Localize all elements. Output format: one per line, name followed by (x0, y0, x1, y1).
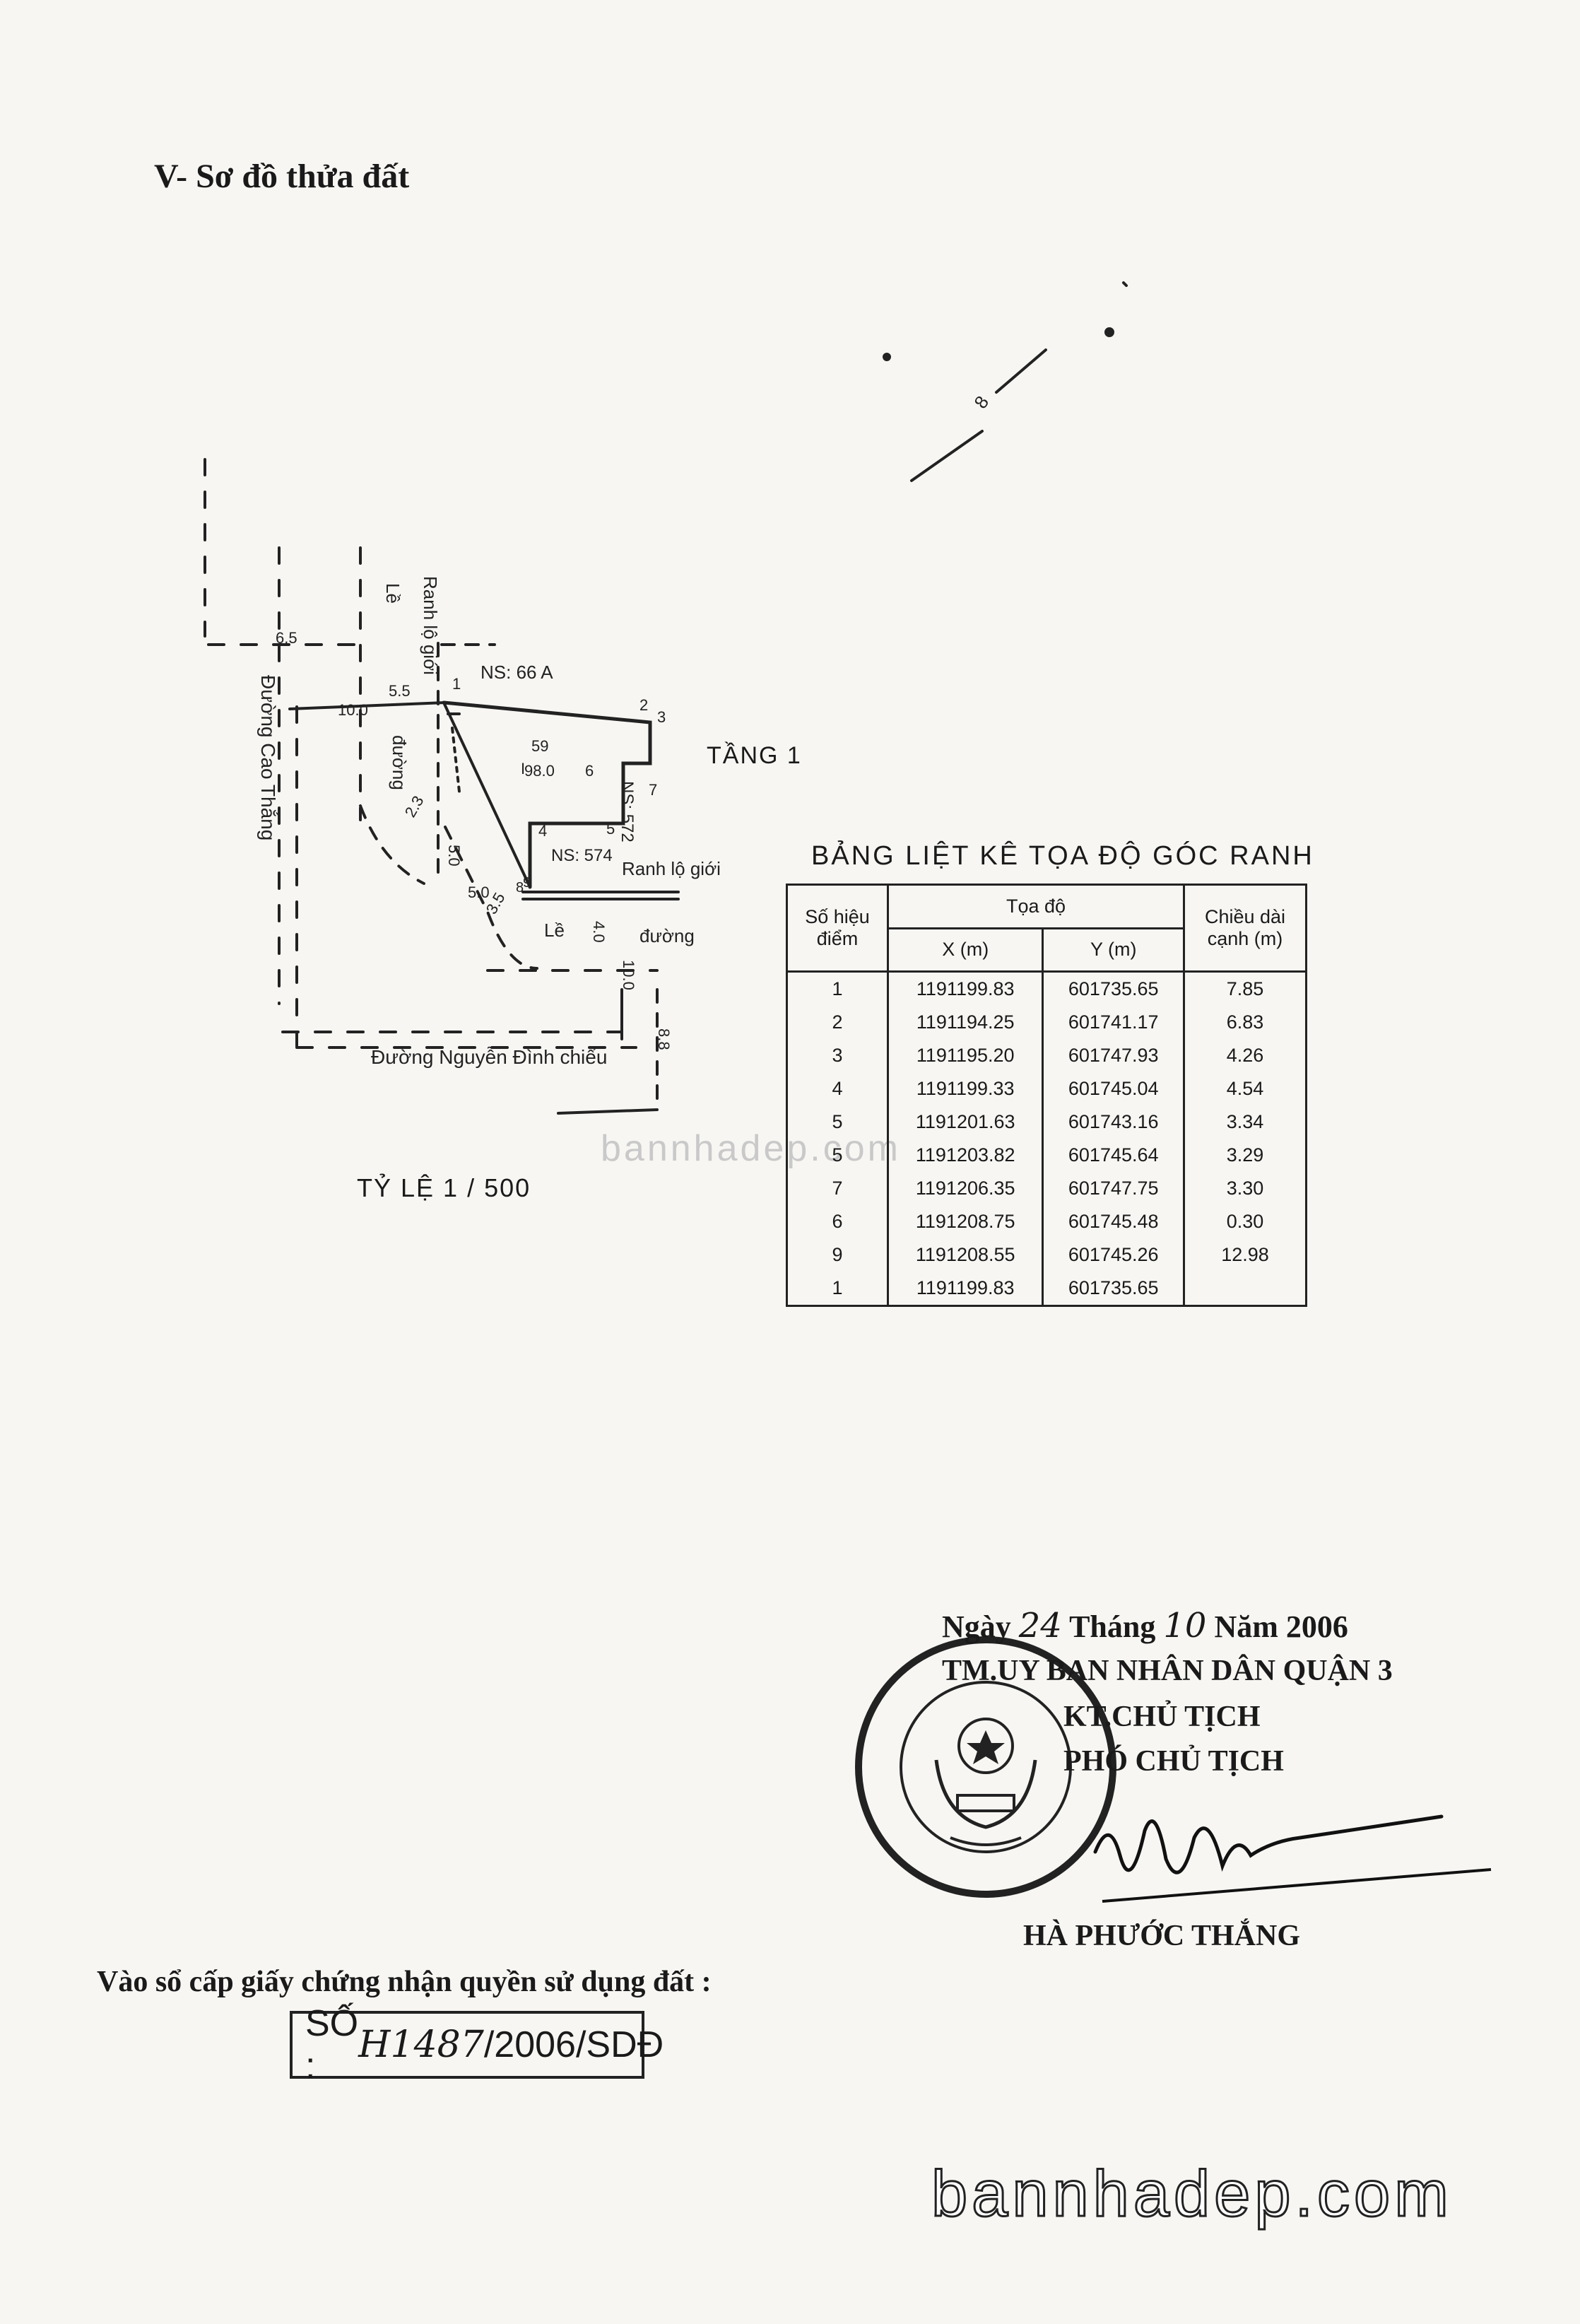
date-year: 2006 (1285, 1609, 1348, 1644)
dim-8-8-label: 8.8 (655, 1028, 673, 1050)
dim-10-0-top-label: 10.0 (338, 701, 368, 719)
date-year-label: Năm (1214, 1609, 1278, 1644)
registry-label: Vào sổ cấp giấy chứng nhận quyền sử dụng… (97, 1966, 712, 1998)
point-2-label: 2 (639, 696, 648, 714)
header-point: Số hiệu điểm (786, 884, 889, 973)
dim-5-0-label: 5.0 (468, 884, 490, 901)
parcel-prefix-label: I (521, 760, 525, 777)
dim-10-0-bottom-label: 10.0 (620, 960, 637, 990)
duong-vertical-label: đường (389, 735, 410, 790)
ranh-lo-gioi-vertical-label: Ranh lộ giới (420, 576, 441, 675)
watermark-footer: bannhadep.com (931, 2157, 1453, 2231)
street-cao-thang-label: Đường Cao Thắng (257, 675, 279, 840)
signer-role-2: PHÓ CHỦ TỊCH (1063, 1745, 1284, 1778)
ns-66a-label: NS: 66 A (481, 662, 553, 683)
handwritten-signature (1093, 1814, 1492, 1903)
le-vertical-label: Lề (382, 583, 403, 604)
floor-label: TẦNG 1 (707, 742, 802, 769)
scale-label: TỶ LỆ 1 / 500 (357, 1173, 531, 1202)
dim-6-5-label: 6.5 (276, 629, 297, 647)
ns-572-label: NS: 572 (618, 781, 637, 843)
header-x: X (m) (886, 927, 1044, 973)
point-8-label: 8 (516, 880, 524, 896)
registry-number: H1487 (358, 2024, 484, 2066)
header-coord: Tọa độ (887, 884, 1185, 929)
dim-5-0-vertical-label: 5.0 (445, 845, 463, 867)
parcel-area-label: 98.0 (524, 762, 555, 780)
date-prefix: Ngày (942, 1609, 1011, 1644)
point-3-label: 3 (657, 708, 666, 726)
ranh-lo-gioi-label: Ranh lộ giới (622, 858, 721, 879)
date-month: 10 (1163, 1606, 1207, 1645)
dim-5-5-label: 5.5 (389, 682, 411, 700)
registry-prefix: SỐ : (305, 2003, 359, 2087)
point-1-label: 1 (452, 675, 461, 693)
point-4-label: 4 (538, 822, 547, 840)
issuing-organization: TM.UY BAN NHÂN DÂN QUẬN 3 (942, 1655, 1393, 1687)
header-length: Chiều dài cạnh (m) (1183, 884, 1307, 973)
point-6-label: 6 (585, 762, 594, 780)
coordinate-table: Số hiệu điểm Tọa độ Chiều dài cạnh (m) X… (786, 884, 1307, 1307)
street-nguyen-dinh-chieu-label: Đường Nguyễn Đình chiểu (371, 1046, 607, 1068)
dim-8-top-label: 8 (969, 392, 993, 412)
point-7-label: 7 (649, 781, 657, 799)
header-y: Y (m) (1042, 927, 1185, 973)
date-month-label: Tháng (1069, 1609, 1156, 1644)
date-day: 24 (1018, 1606, 1062, 1645)
dim-2-3-label: 2.3 (401, 793, 428, 821)
point-5-label: 5 (606, 820, 615, 838)
dim-4-0-label: 4.0 (590, 921, 608, 943)
duong-label: đường (639, 925, 695, 946)
signer-name: HÀ PHƯỚC THẮNG (1023, 1920, 1301, 1952)
parcel-number-label: 59 (531, 737, 548, 755)
registry-number-box: SỐ : H1487 /2006/SDĐ (290, 2003, 664, 2087)
official-seal (855, 1636, 1116, 1898)
registry-suffix: /2006/SDĐ (483, 2024, 664, 2065)
point-9-label: 9 (523, 875, 531, 891)
date-line: Ngày 24 Tháng 10 Năm 2006 (942, 1606, 1348, 1645)
ns-574-label: NS: 574 (551, 846, 613, 865)
signer-role-1: KT.CHỦ TỊCH (1063, 1701, 1261, 1733)
section-title: V- Sơ đồ thửa đất (154, 158, 410, 195)
table-title: BẢNG LIỆT KÊ TỌA ĐỘ GÓC RANH (811, 841, 1314, 871)
le-label: Lề (544, 920, 565, 941)
site-plan-drawing: Đường Cao Thắng Ranh lộ giới Lề đường Đư… (204, 281, 1128, 1115)
